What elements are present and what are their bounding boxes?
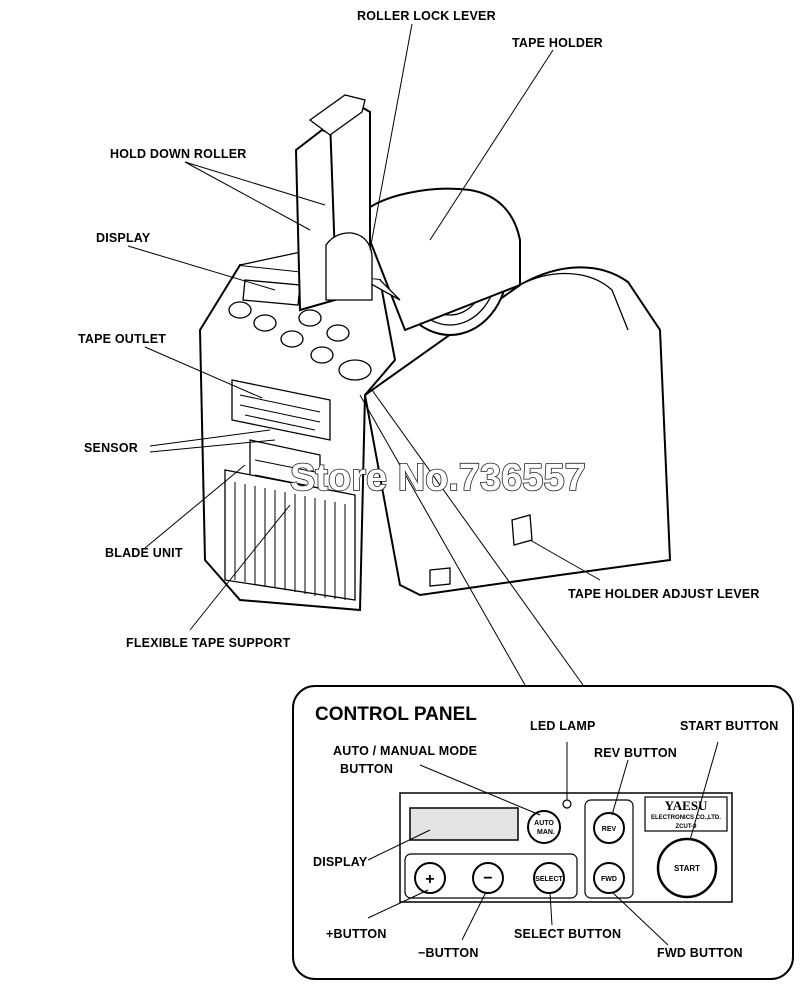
label-blade-unit: BLADE UNIT: [105, 546, 183, 560]
start-button-label: START: [674, 864, 700, 873]
outlet-detail: [239, 394, 321, 431]
leader-lines: [127, 23, 601, 686]
rev-button-label: REV: [602, 826, 617, 833]
label-tape-outlet: TAPE OUTLET: [78, 332, 166, 346]
minus-button[interactable]: [472, 862, 504, 894]
auto-manual-leader: [419, 764, 541, 816]
machine-foot: [429, 567, 451, 587]
label-tape-holder-adjust-lever: TAPE HOLDER ADJUST LEVER: [568, 587, 760, 601]
machine-minus-button: [253, 314, 277, 332]
label-roller-lock-lever: ROLLER LOCK LEVER: [357, 9, 496, 23]
fwd-button-label: FWD: [601, 876, 617, 883]
select-button[interactable]: [533, 862, 565, 894]
label-auto-manual-2: BUTTON: [340, 762, 393, 776]
label-sensor: SENSOR: [84, 441, 138, 455]
plus-button-symbol: +: [425, 871, 435, 888]
machine-select-button: [280, 330, 304, 348]
roller-lock-leader: [369, 23, 413, 251]
label-minus-button: −BUTTON: [418, 946, 479, 960]
zoom-line-right: [371, 389, 584, 686]
sensor-leader: [149, 429, 276, 453]
label-led-lamp: LED LAMP: [530, 719, 596, 733]
label-fwd-button: FWD BUTTON: [657, 946, 743, 960]
brand-name: YAESU: [665, 798, 708, 813]
tape-cover: [363, 266, 672, 597]
hold-down-roller-leader: [184, 161, 326, 231]
zoom-line-left: [359, 394, 526, 686]
grille-slots: [234, 482, 346, 600]
tape-outlet-leader: [144, 346, 263, 399]
fwd-button[interactable]: [593, 862, 625, 894]
label-panel-display: DISPLAY: [313, 855, 368, 869]
label-flexible-tape-support: FLEXIBLE TAPE SUPPORT: [126, 636, 291, 650]
tape-holder-leader: [429, 49, 554, 241]
adjust-lever: [511, 514, 533, 546]
brand-badge: [644, 796, 728, 832]
label-start-button: START BUTTON: [680, 719, 778, 733]
store-watermark: Store No.736557: [290, 457, 586, 499]
roller-mount: [325, 232, 373, 301]
minus-button-leader: [461, 891, 487, 941]
control-panel-inset: CONTROL PANEL AUTO MAN. REV FWD + − SELE…: [292, 685, 794, 980]
label-display: DISPLAY: [96, 231, 151, 245]
label-select-button: SELECT BUTTON: [514, 927, 621, 941]
minus-button-symbol: −: [483, 870, 493, 887]
start-button[interactable]: [656, 837, 718, 899]
auto-button-label-2: MAN.: [537, 829, 555, 836]
auto-manual-button[interactable]: [527, 810, 561, 844]
rev-button-leader: [611, 759, 629, 816]
blade-unit-leader: [144, 464, 246, 549]
fwd-button-leader: [611, 891, 669, 946]
plus-button-leader: [367, 889, 429, 919]
flexible-support-leader: [189, 504, 291, 631]
auto-button-label-1: AUTO: [534, 820, 554, 827]
label-plus-button: +BUTTON: [326, 927, 387, 941]
machine-start-button: [338, 359, 372, 381]
roller-lock-lever: [308, 94, 366, 136]
start-button-leader: [689, 741, 719, 841]
label-auto-manual-1: AUTO / MANUAL MODE: [333, 744, 477, 758]
select-button-label: SELECT: [535, 876, 563, 883]
select-button-leader: [549, 892, 553, 926]
machine-grille: [224, 469, 356, 601]
machine-labels: ROLLER LOCK LEVER TAPE HOLDER HOLD DOWN …: [78, 9, 760, 650]
rev-fwd-group: [584, 799, 634, 899]
rev-button[interactable]: [593, 812, 625, 844]
panel-display: [409, 807, 519, 841]
machine-display: [242, 279, 301, 306]
display-panel-leader: [367, 829, 431, 861]
plus-button[interactable]: [414, 862, 446, 894]
label-rev-button: REV BUTTON: [594, 746, 677, 760]
machine-auto-button: [298, 309, 322, 327]
machine-fwd-button: [310, 346, 334, 364]
rear-housing: [358, 187, 521, 332]
machine-plus-button: [228, 301, 252, 319]
led-lamp: [562, 799, 572, 809]
display-leader: [127, 245, 276, 291]
adjust-buttons-group: [404, 853, 578, 899]
adjust-lever-leader: [529, 539, 601, 581]
label-tape-holder: TAPE HOLDER: [512, 36, 603, 50]
tape-dispenser-illustration: [198, 94, 672, 612]
label-hold-down-roller: HOLD DOWN ROLLER: [110, 147, 247, 161]
machine-rev-button: [326, 324, 350, 342]
brand-line2: ELECTRONICS CO.,LTD.: [651, 815, 721, 821]
brand-model: ZCUT-9: [676, 824, 698, 830]
cover-edge: [519, 272, 629, 331]
machine-tape-outlet: [231, 379, 331, 441]
control-panel-title: CONTROL PANEL: [315, 704, 477, 725]
